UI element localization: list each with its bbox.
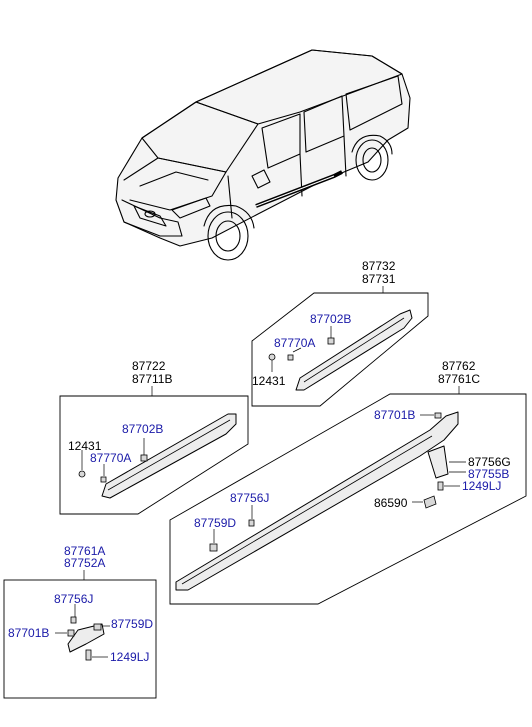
small-detail-part-b: 87701B — [8, 626, 49, 640]
small-detail-part-d: 1249LJ — [110, 650, 149, 664]
small-detail-partno-1: 87761A — [64, 544, 105, 558]
rocker-part-d: 1249LJ — [462, 479, 501, 493]
front-door-part-b: 12431 — [68, 439, 102, 453]
front-door-moulding-group: 87722 87711B 87702B 12431 87770A — [59, 359, 249, 515]
rocker-part-a: 87701B — [374, 408, 415, 422]
small-detail-part-c: 87759D — [111, 617, 153, 631]
small-detail-box — [3, 579, 157, 699]
front-door-part-a: 87702B — [122, 422, 163, 436]
small-detail-group: 87761A 87752A 87756J 87701B 87759D 1249L… — [3, 544, 157, 699]
front-door-part-c: 87770A — [90, 451, 131, 465]
rocker-part-b: 87756G — [468, 455, 511, 469]
upper-rear-part-c: 12431 — [252, 374, 286, 388]
upper-rear-box — [251, 292, 429, 407]
upper-rear-moulding-group: 87732 87731 87702B 87770A 12431 — [251, 259, 429, 407]
rocker-box — [169, 393, 527, 605]
front-door-partno-2: 87711B — [132, 372, 172, 386]
rocker-part-g: 87759D — [194, 516, 236, 530]
small-detail-partno-2: 87752A — [64, 556, 105, 570]
front-door-partno-1: 87722 — [132, 359, 166, 373]
front-door-box — [59, 395, 249, 515]
rocker-moulding-group: 87762 87761C 87701B 87756G 87755B 1249LJ… — [169, 359, 527, 605]
upper-rear-partno-2: 87731 — [362, 272, 396, 286]
small-detail-part-a: 87756J — [54, 592, 93, 606]
minivan-illustration — [115, 49, 411, 261]
rocker-part-c: 87755B — [468, 467, 509, 481]
rocker-partno-2: 87761C — [438, 372, 480, 386]
rocker-part-f: 87756J — [230, 491, 269, 505]
upper-rear-partno-1: 87732 — [362, 259, 396, 273]
rocker-part-e: 86590 — [374, 496, 408, 510]
upper-rear-part-a: 87702B — [310, 312, 351, 326]
upper-rear-part-b: 87770A — [274, 336, 315, 350]
rocker-partno-1: 87762 — [442, 359, 476, 373]
